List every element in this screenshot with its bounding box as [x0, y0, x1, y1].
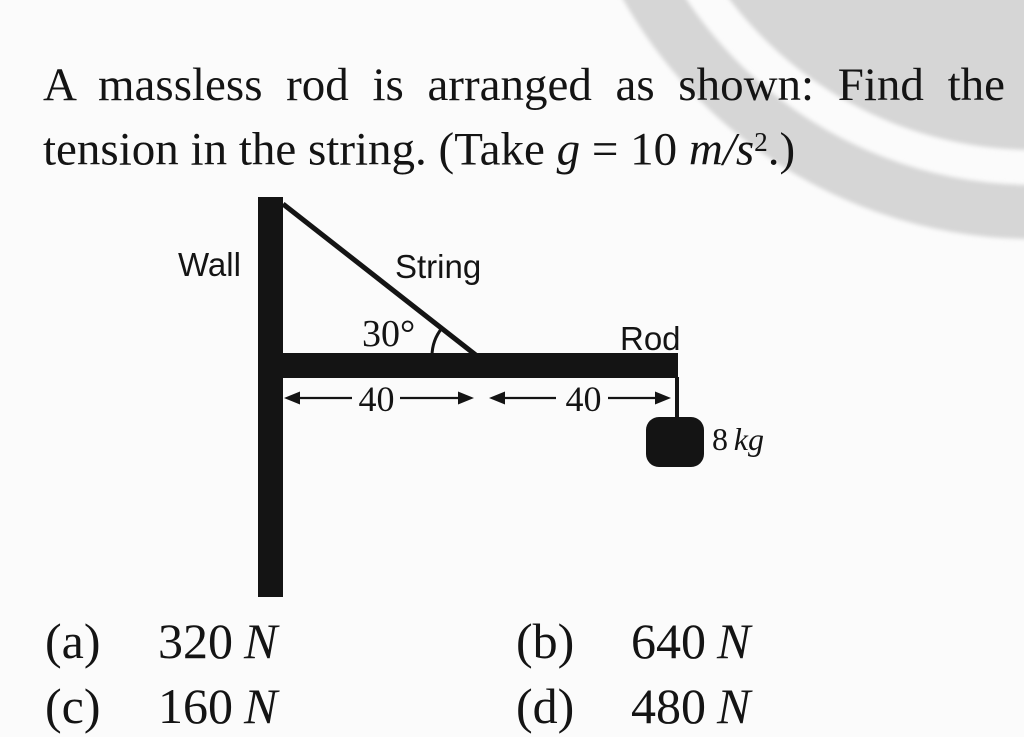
option-value: 480 [631, 678, 706, 734]
mass-block [646, 417, 704, 467]
option-unit: N [244, 613, 278, 669]
gravity-unit-exponent: 2 [754, 127, 768, 157]
question-line-2-prefix: tension in the string. (Take [43, 123, 557, 176]
arrow-right-icon [655, 391, 671, 405]
wall-label: Wall [178, 246, 241, 283]
rod-bar [258, 353, 678, 378]
question-line-2: tension in the string. (Take g = 10 m/s2… [43, 114, 1005, 179]
question-line-2-suffix: .) [767, 123, 796, 176]
option-unit: N [717, 678, 751, 734]
gravity-unit: m/s [688, 123, 755, 176]
arrow-left-icon [489, 391, 505, 405]
question-line-2-mid: = 10 [580, 123, 689, 176]
question-line-1: A massless rod is arranged as shown: Fin… [43, 59, 1005, 111]
mass-value: 8 [712, 421, 728, 457]
angle-arc [430, 327, 444, 357]
option-b-id: (b) [516, 613, 575, 669]
rod-label: Rod [620, 320, 681, 357]
arrow-right-icon [458, 391, 474, 405]
right-span-label: 40 [565, 379, 602, 419]
mass-unit: kg [733, 421, 764, 457]
option-value: 320 [158, 613, 233, 669]
arrow-left-icon [284, 391, 300, 405]
option-c-id: (c) [45, 678, 101, 734]
option-value: 640 [631, 613, 706, 669]
right-span-dimension [489, 391, 671, 405]
question-text: A massless rod is arranged as shown: Fin… [43, 57, 1005, 179]
option-a-id: (a) [45, 613, 101, 669]
option-unit: N [244, 678, 278, 734]
wall-bar [258, 197, 283, 597]
angle-label: 30° [362, 313, 416, 355]
left-span-dimension [284, 391, 474, 405]
string-line [281, 202, 479, 358]
string-label: String [395, 248, 482, 285]
left-span-label: 40 [358, 379, 395, 419]
option-unit: N [717, 613, 751, 669]
option-d-id: (d) [516, 678, 575, 734]
gravity-symbol: g [556, 123, 581, 176]
option-value: 160 [158, 678, 233, 734]
